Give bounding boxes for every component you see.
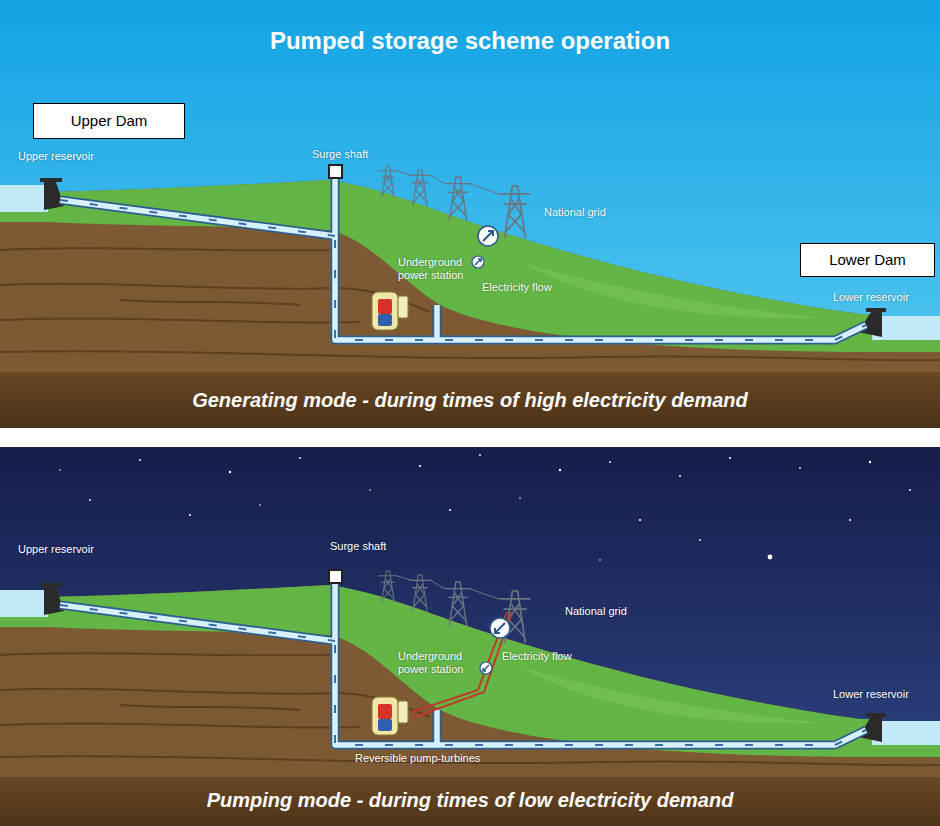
dam-label: Lower Dam	[829, 251, 906, 269]
electricity-flow-icon	[472, 226, 498, 268]
stars	[59, 469, 61, 471]
mode-caption: Generating mode - during times of high e…	[0, 387, 940, 413]
electricity-flow-icon	[495, 623, 505, 633]
stars	[699, 539, 701, 541]
stars	[849, 519, 851, 521]
stars	[89, 499, 91, 501]
stars	[259, 504, 261, 506]
stars	[729, 457, 731, 459]
part-label: National grid	[565, 605, 627, 618]
part-label: Surge shaft	[312, 148, 368, 161]
part-label: National grid	[544, 206, 606, 219]
caption-band	[0, 372, 940, 428]
reservoir-label: Lower reservoir	[833, 688, 909, 701]
caption-band	[0, 777, 940, 826]
electricity-flow-icon	[480, 662, 492, 674]
stars	[189, 514, 191, 516]
stars	[799, 467, 801, 469]
day-sky	[0, 0, 940, 428]
reservoir-label: Upper reservoir	[18, 150, 94, 163]
dam-label-box: Upper Dam	[33, 103, 185, 139]
generating-scene	[0, 165, 940, 428]
electricity-flow-icon	[483, 665, 489, 671]
part-label: Reversible pump-turbines	[355, 752, 480, 765]
electricity-flow-icon	[478, 226, 498, 246]
electricity-flow-icon	[472, 256, 484, 268]
stars	[519, 497, 521, 499]
stars	[639, 519, 641, 521]
pumping-scene	[0, 570, 940, 826]
stars	[229, 471, 231, 473]
reservoir-label: Upper reservoir	[18, 543, 94, 556]
stars	[479, 454, 481, 456]
part-label: Underground power station	[398, 256, 468, 282]
stars	[599, 559, 601, 561]
dam-label: Upper Dam	[71, 112, 148, 130]
stars	[869, 461, 871, 463]
generating-scene	[0, 165, 940, 428]
electricity-flow-icon	[483, 231, 493, 241]
stars	[139, 459, 141, 461]
reservoir-label: Lower reservoir	[833, 291, 909, 304]
stars	[768, 555, 773, 560]
flow-label: Electricity flow	[502, 650, 572, 663]
pumping-scene	[0, 570, 940, 826]
stars	[369, 489, 371, 491]
stars	[419, 465, 421, 467]
electricity-flow-icon	[475, 259, 481, 265]
flow-label: Electricity flow	[482, 281, 552, 294]
part-label: Underground power station	[398, 650, 468, 676]
stars	[449, 509, 451, 511]
diagram-title: Pumped storage scheme operation	[0, 26, 940, 56]
stars	[909, 489, 911, 491]
stars	[559, 469, 561, 471]
stars	[679, 475, 681, 477]
part-label: Surge shaft	[330, 540, 386, 553]
electricity-flow-icon	[480, 618, 510, 674]
mode-caption: Pumping mode - during times of low elect…	[0, 787, 940, 813]
electricity-flow-icon	[490, 618, 510, 638]
stars	[59, 454, 911, 561]
stars	[299, 457, 301, 459]
stars	[609, 461, 611, 463]
dam-label-box: Lower Dam	[800, 243, 935, 277]
